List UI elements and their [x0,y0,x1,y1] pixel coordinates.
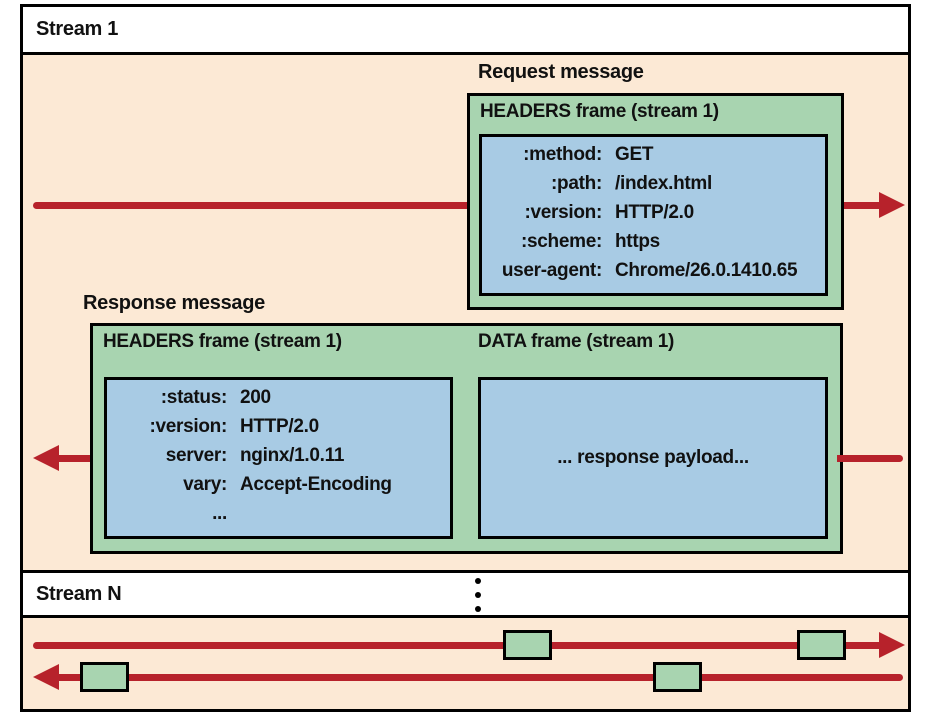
response-frames: HEADERS frame (stream 1) DATA frame (str… [90,323,843,554]
field-key: :version: [524,202,602,223]
field-value: Chrome/26.0.1410.65 [615,260,798,281]
field-value: HTTP/2.0 [615,202,694,223]
field-key: :scheme: [520,231,602,252]
request-headers-frame-title: HEADERS frame (stream 1) [480,101,719,122]
header-field-row: vary: Accept-Encoding [107,470,450,499]
header-field-row: :version: HTTP/2.0 [107,412,450,441]
stream-1-content: Request message HEADERS frame (stream 1)… [23,55,908,573]
stream-n-left-arrow-line [59,674,903,681]
response-arrow-line [837,455,903,462]
payload-text: ... response payload... [557,447,749,468]
field-value: https [615,231,660,252]
header-field-row: :version: HTTP/2.0 [482,198,825,227]
header-field-row: user-agent: Chrome/26.0.1410.65 [482,256,825,285]
response-message-label: Response message [83,292,265,314]
field-key: :method: [523,144,602,165]
right-arrowhead-icon [879,632,905,658]
response-arrow-line [59,455,90,462]
request-message-label: Request message [478,61,644,83]
vertical-ellipsis-icon [475,578,481,612]
field-value: HTTP/2.0 [240,416,319,437]
field-value: Accept-Encoding [240,474,392,495]
stream-1-label: Stream 1 [36,18,119,40]
frame-chip [80,662,129,692]
header-field-row: :path: /index.html [482,169,825,198]
header-field-row: server: nginx/1.0.11 [107,441,450,470]
header-field-row: :method: GET [482,140,825,169]
response-headers-fields: :status: 200 :version: HTTP/2.0 server: … [104,377,453,539]
frame-chip [503,630,552,660]
field-key: ... [212,503,227,524]
diagram-border: Stream 1 Request message HEADERS frame (… [20,4,911,712]
field-key: :version: [149,416,227,437]
response-headers-frame-title: HEADERS frame (stream 1) [103,331,342,352]
response-data-frame-title: DATA frame (stream 1) [478,331,675,352]
response-data-payload: ... response payload... [478,377,828,539]
frame-chip [797,630,846,660]
frame-chip [653,662,702,692]
request-arrow-line [33,202,467,209]
request-headers-frame: HEADERS frame (stream 1) :method: GET :p… [467,93,844,310]
stream-n-right-arrow-line [33,642,879,649]
stream-n-label: Stream N [36,582,122,605]
request-arrow-line [844,202,879,209]
stream-1-band: Stream 1 [23,7,908,55]
header-field-row: ... [107,499,450,528]
header-field-row: :scheme: https [482,227,825,256]
stream-n-content [23,618,908,709]
field-value: 200 [240,387,271,408]
field-key: server: [165,445,228,466]
field-key: vary: [183,474,227,495]
left-arrowhead-icon [33,445,59,471]
field-key: :path: [551,173,602,194]
field-value: GET [615,144,654,165]
request-headers-fields: :method: GET :path: /index.html :version… [479,134,828,296]
field-key: user-agent: [501,260,602,281]
field-value: nginx/1.0.11 [240,445,345,466]
left-arrowhead-icon [33,664,59,690]
stream-n-band: Stream N [23,573,908,618]
field-value: /index.html [615,173,712,194]
header-field-row: :status: 200 [107,383,450,412]
right-arrowhead-icon [879,192,905,218]
field-key: :status: [160,387,228,408]
field-value [240,499,450,528]
